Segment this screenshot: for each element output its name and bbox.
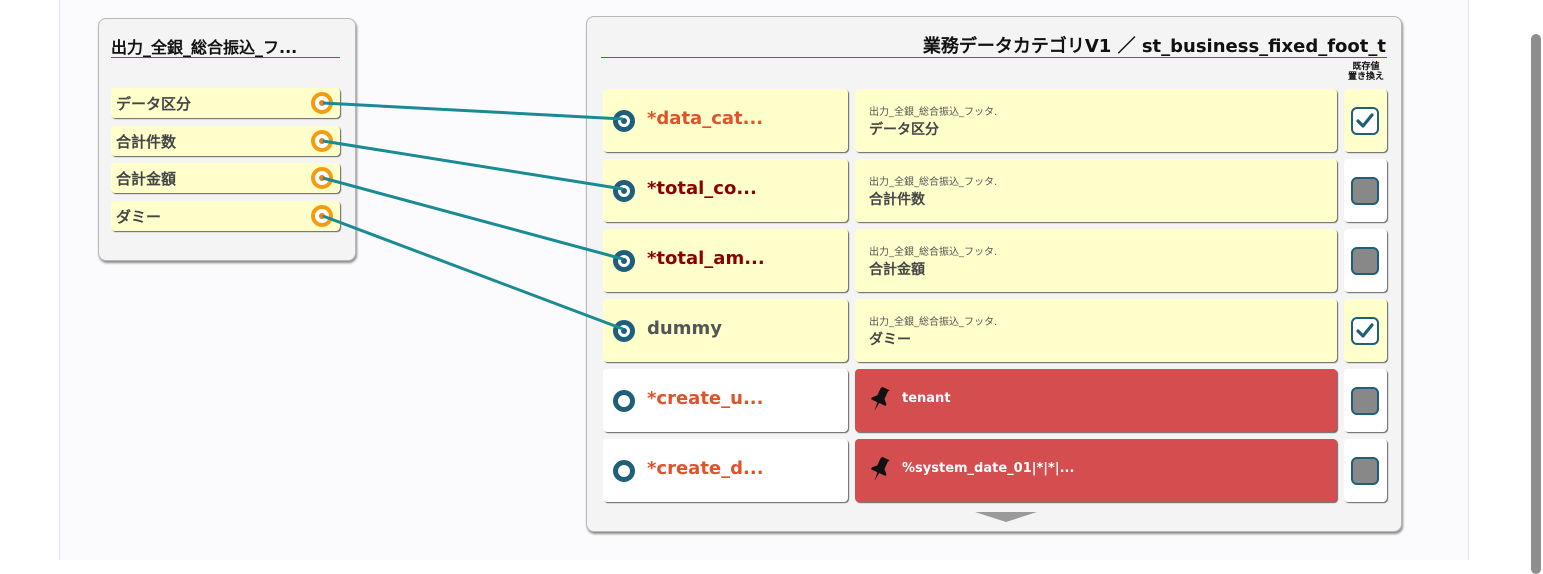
target-field-name: dummy: [647, 318, 722, 339]
source-port-icon[interactable]: [311, 205, 333, 227]
target-port-icon[interactable]: [613, 180, 635, 202]
target-field-name: *create_d...: [647, 458, 764, 479]
overwrite-header-line1: 既存値: [1352, 62, 1380, 72]
source-field[interactable]: 合計金額: [111, 163, 340, 193]
source-field[interactable]: 合計件数: [111, 126, 340, 156]
target-field-name: *create_u...: [647, 388, 764, 409]
overwrite-cell: [1344, 439, 1387, 502]
source-field-label: データ区分: [116, 95, 192, 113]
source-title-rule: [111, 57, 340, 58]
mapping-value-label: ダミー: [869, 332, 911, 348]
mapping-value-label: 合計金額: [869, 262, 925, 278]
target-field[interactable]: *total_am...: [603, 229, 848, 292]
overwrite-column-header: 既存値 置き換え: [1340, 62, 1392, 82]
mapping-source-label: 出力_全銀_総合振込_フッタ.: [869, 107, 998, 118]
mapping-source-label: 出力_全銀_総合振込_フッタ.: [869, 177, 998, 188]
mapping-value-label: データ区分: [869, 122, 939, 138]
overwrite-header-line2: 置き換え: [1347, 72, 1384, 82]
fixed-value[interactable]: %system_date_01|*|*|...: [855, 439, 1337, 502]
overwrite-checkbox[interactable]: [1351, 457, 1379, 485]
mapping-source-label: 出力_全銀_総合振込_フッタ.: [869, 317, 998, 328]
mapping-source-label: 出力_全銀_総合振込_フッタ.: [869, 247, 998, 258]
scroll-more-arrow-icon[interactable]: [975, 511, 1037, 523]
target-field[interactable]: *create_u...: [603, 369, 848, 432]
target-port-icon[interactable]: [613, 110, 635, 132]
overwrite-cell: [1344, 89, 1387, 152]
overwrite-cell: [1344, 159, 1387, 222]
target-port-icon[interactable]: [613, 460, 635, 482]
target-port-icon[interactable]: [613, 390, 635, 412]
pushpin-icon: [871, 386, 890, 411]
pushpin-icon: [871, 456, 890, 481]
source-field-label: 合計件数: [116, 133, 177, 151]
target-field-name: *total_am...: [647, 248, 765, 269]
source-field-label: 合計金額: [116, 170, 177, 188]
overwrite-cell: [1344, 299, 1387, 362]
fixed-value-text: tenant: [902, 391, 951, 406]
target-field[interactable]: *total_co...: [603, 159, 848, 222]
mapping-value[interactable]: 出力_全銀_総合振込_フッタ. 合計件数: [855, 159, 1337, 222]
source-port-icon[interactable]: [311, 130, 333, 152]
mapping-value[interactable]: 出力_全銀_総合振込_フッタ. 合計金額: [855, 229, 1337, 292]
target-field-name: *data_cat...: [647, 108, 764, 129]
source-panel-title: 出力_全銀_総合振込_フ...: [111, 38, 298, 57]
checkmark-icon: [1356, 113, 1374, 128]
target-port-icon[interactable]: [613, 250, 635, 272]
overwrite-checkbox[interactable]: [1351, 317, 1379, 345]
target-field[interactable]: *create_d...: [603, 439, 848, 502]
source-field-label: ダミー: [116, 208, 162, 226]
overwrite-checkbox[interactable]: [1351, 247, 1379, 275]
overwrite-checkbox[interactable]: [1351, 387, 1379, 415]
target-field[interactable]: dummy: [603, 299, 848, 362]
fixed-value-text: %system_date_01|*|*|...: [902, 461, 1075, 476]
target-field[interactable]: *data_cat...: [603, 89, 848, 152]
fixed-value[interactable]: tenant: [855, 369, 1337, 432]
source-field[interactable]: ダミー: [111, 201, 340, 231]
source-field[interactable]: データ区分: [111, 88, 340, 118]
target-field-name: *total_co...: [647, 178, 757, 199]
overwrite-cell: [1344, 369, 1387, 432]
vertical-scrollbar-thumb[interactable]: [1531, 34, 1541, 574]
mapping-value[interactable]: 出力_全銀_総合振込_フッタ. ダミー: [855, 299, 1337, 362]
overwrite-cell: [1344, 229, 1387, 292]
target-title-rule: [601, 57, 1387, 58]
mapping-value[interactable]: 出力_全銀_総合振込_フッタ. データ区分: [855, 89, 1337, 152]
overwrite-checkbox[interactable]: [1351, 177, 1379, 205]
source-port-icon[interactable]: [311, 167, 333, 189]
target-panel-title: 業務データカテゴリV1 ／ st_business_fixed_foot_t: [922, 36, 1386, 57]
target-port-icon[interactable]: [613, 320, 635, 342]
checkmark-icon: [1356, 323, 1374, 338]
mapping-value-label: 合計件数: [869, 192, 925, 208]
overwrite-checkbox[interactable]: [1351, 107, 1379, 135]
source-port-icon[interactable]: [311, 92, 333, 114]
